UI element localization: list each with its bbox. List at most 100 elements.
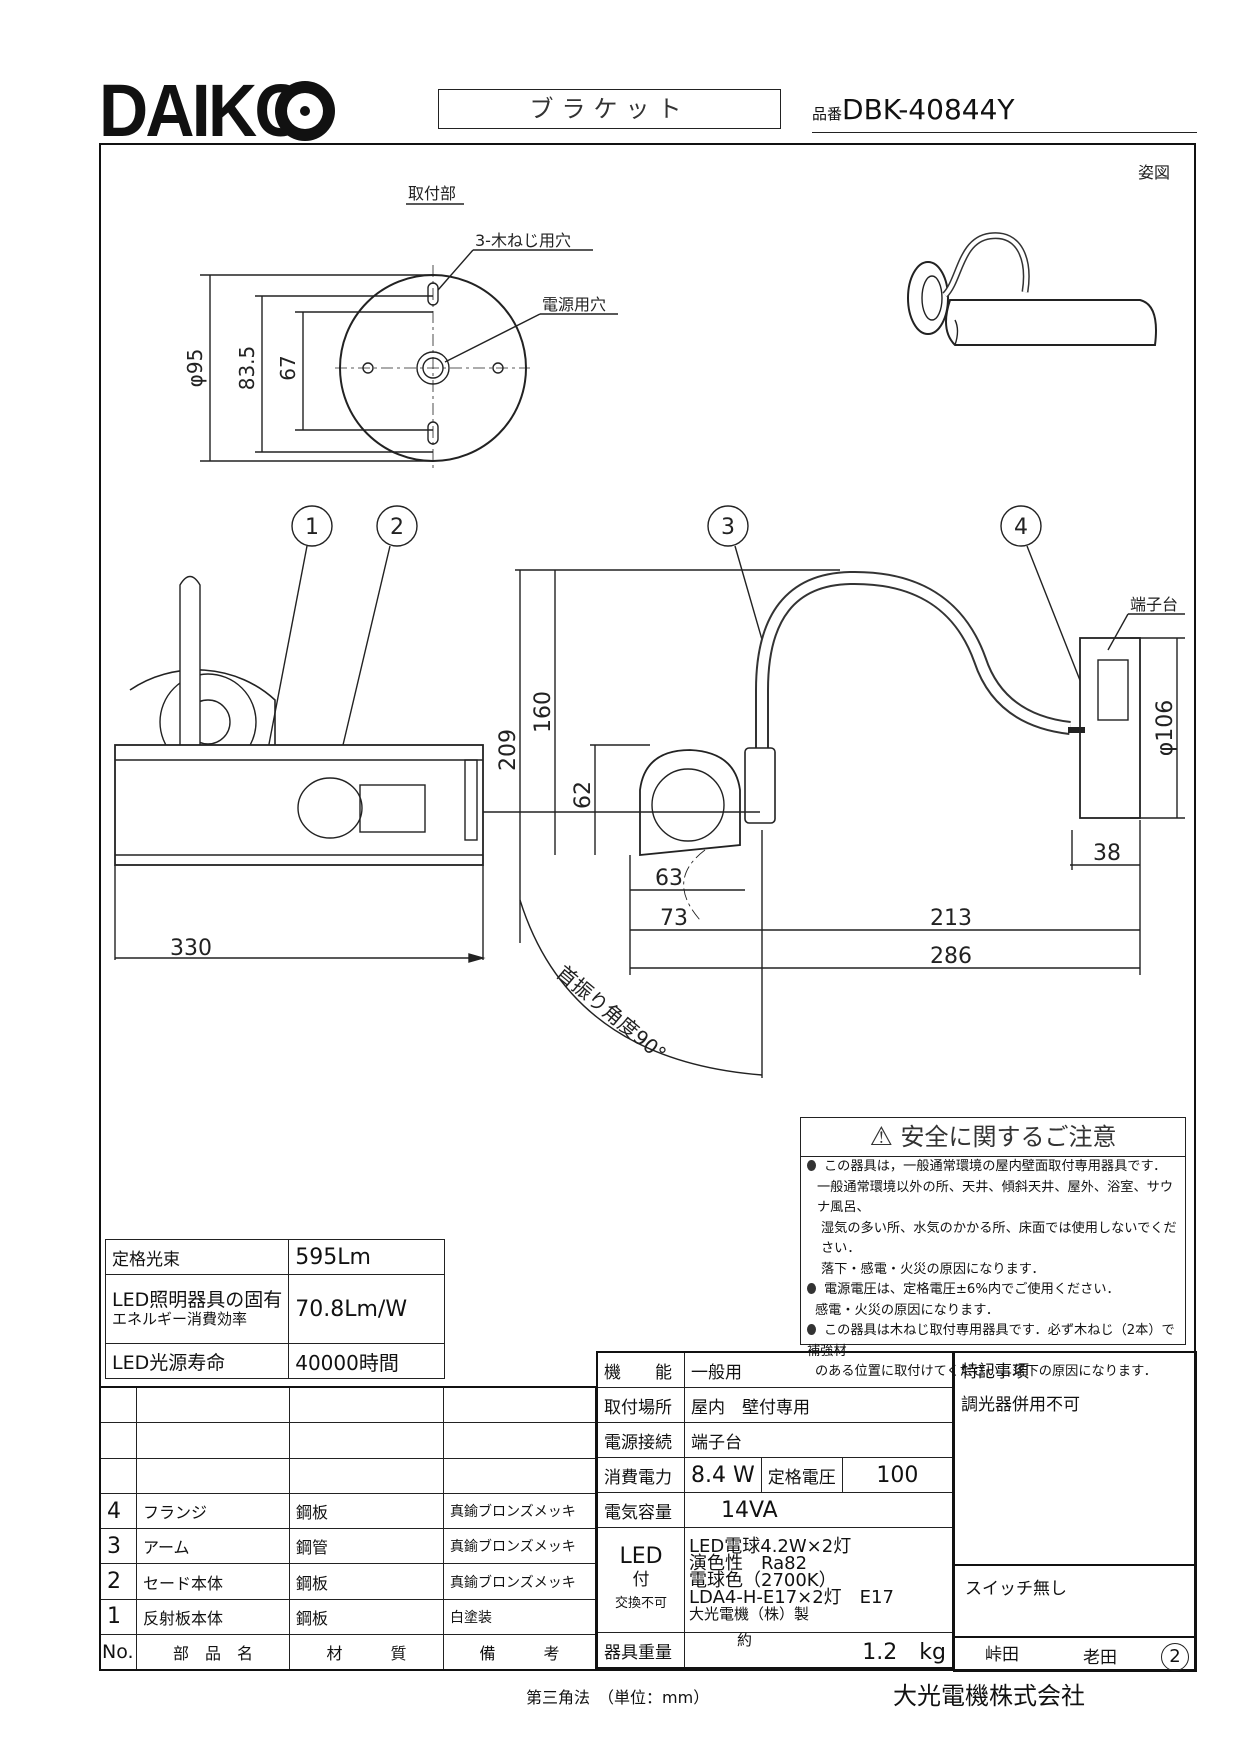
note-dimmer: 調光器併用不可 <box>961 1395 1080 1415</box>
table-row <box>99 1457 597 1494</box>
table-cell: 部 品 名 <box>136 1634 290 1671</box>
part-number-value: DBK-40844Y <box>842 93 1015 126</box>
warning-triangle-icon: ⚠ <box>869 1122 893 1152</box>
unit-note: （単位：mm） <box>606 1688 710 1707</box>
safety-title: ⚠ 安全に関するご注意 <box>801 1118 1185 1157</box>
logo-sun-icon <box>275 81 335 141</box>
part-number-label: 品番 <box>812 105 843 123</box>
table-cell: 73 <box>660 906 688 931</box>
table-cell: 1 <box>99 1598 137 1636</box>
signature-1: 峠田 <box>985 1645 1019 1665</box>
bullet-icon <box>807 1283 816 1294</box>
table-cell: 姿図 <box>1138 163 1170 182</box>
table-cell: 真鍮ブロンズメッキ <box>443 1528 597 1565</box>
product-type-title: ブラケット <box>438 89 781 129</box>
spec-label: LED照明器具の固有 <box>112 1288 283 1311</box>
table-cell: 首振り角度90° <box>552 960 671 1065</box>
side-view: 端子台 209 160 62 63 73 213 286 38 φ106 首振り… <box>483 569 1185 1078</box>
spec-value: 70.8Lm/W <box>288 1274 445 1344</box>
table-cell <box>136 1422 290 1459</box>
safety-notice: ⚠ 安全に関するご注意 この器具は，一般通常環境の屋内壁面取付専用器具です． 一… <box>800 1117 1186 1379</box>
table-row: 電源接続端子台 <box>596 1422 954 1458</box>
table-cell: 8.4 W <box>684 1457 762 1493</box>
table-cell <box>289 1422 444 1459</box>
table-cell: φ106 <box>1153 700 1178 757</box>
table-cell <box>99 1422 137 1459</box>
table-cell: 1.2 kg <box>862 1640 946 1665</box>
table-cell: 3-木ねじ用穴 <box>475 231 571 250</box>
led-line: 演色性 Ra82 <box>689 1552 808 1574</box>
led-line: LED電球4.2W×2灯 <box>689 1535 852 1557</box>
table-cell: 取付場所 <box>596 1387 685 1423</box>
table-cell: No. <box>99 1634 137 1671</box>
table-cell <box>443 1457 597 1494</box>
bullet-icon <box>807 1160 816 1171</box>
table-cell: 白塗装 <box>443 1598 597 1636</box>
signature-2: 老田 <box>1083 1648 1117 1668</box>
table-cell: 2 <box>99 1563 137 1600</box>
table-header: No.部 品 名材 質備 考 <box>99 1634 597 1671</box>
spec-value: 40000時間 <box>288 1343 445 1379</box>
led-line: 電球色（2700K） <box>689 1569 837 1591</box>
table-cell: 3 <box>721 515 735 540</box>
table-cell: 鋼板 <box>289 1492 444 1530</box>
table-cell: 286 <box>930 944 972 969</box>
table-cell: 鋼管 <box>289 1528 444 1565</box>
table-cell <box>443 1386 597 1424</box>
table-cell: 83.5 <box>235 346 259 391</box>
safety-line: 落下・感電・火災の原因になります． <box>821 1261 1045 1277</box>
spec-value: 595Lm <box>288 1239 445 1275</box>
table-cell: 2 <box>390 515 404 540</box>
table-cell: 電気容量 <box>596 1492 685 1528</box>
safety-line: この器具は，一般通常環境の屋内壁面取付専用器具です． <box>824 1159 1167 1174</box>
table-cell: 真鍮ブロンズメッキ <box>443 1563 597 1600</box>
table-cell: 定格電圧 <box>760 1457 843 1493</box>
special-notes: 特記事項 調光器併用不可 スイッチ無し 峠田 老田 2 <box>953 1351 1197 1672</box>
table-cell: アーム <box>136 1528 290 1565</box>
table-cell: 鋼板 <box>289 1598 444 1636</box>
table-cell: 4 <box>1014 515 1028 540</box>
spec-label: LED光源寿命 <box>104 1343 290 1379</box>
drawing-frame <box>99 143 1196 1671</box>
table-cell: 100 <box>841 1457 954 1493</box>
led-line: 大光電機（株）製 <box>689 1604 810 1623</box>
table-cell: LED <box>619 1543 663 1569</box>
spec-label: 定格光束 <box>104 1239 290 1275</box>
table-cell <box>443 1422 597 1459</box>
table-cell: LED照明器具の固有エネルギー消費効率 <box>104 1274 290 1344</box>
table-cell: 330 <box>170 936 212 961</box>
table-cell: 1 <box>305 515 319 540</box>
table-cell: φ95 <box>183 349 207 388</box>
safety-line: 感電・火災の原因になります． <box>815 1302 1000 1318</box>
front-view: 330 <box>114 575 486 963</box>
table-cell: 消費電力 <box>596 1457 685 1493</box>
table-cell: セード本体 <box>136 1563 290 1600</box>
signatures: 峠田 老田 2 <box>955 1636 1195 1674</box>
table-cell: 4 <box>99 1492 137 1530</box>
table-cell: 備 考 <box>443 1634 597 1671</box>
table-cell: 取付部 <box>408 184 456 203</box>
safety-line: 一般通常環境以外の所、天井、傾斜天井、屋外、浴室、サウナ風呂、 <box>817 1179 1174 1216</box>
table-row <box>99 1422 597 1459</box>
notes-title: 特記事項 <box>961 1362 1029 1382</box>
table-cell <box>289 1386 444 1424</box>
safety-title-text: 安全に関するご注意 <box>900 1123 1117 1151</box>
spec-label-2: エネルギー消費効率 <box>112 1309 248 1328</box>
part-balloons: 1 2 3 4 <box>264 505 1086 766</box>
table-cell: 端子台 <box>684 1422 954 1458</box>
table-cell: 209 <box>496 729 521 771</box>
table-cell: フランジ <box>136 1492 290 1530</box>
